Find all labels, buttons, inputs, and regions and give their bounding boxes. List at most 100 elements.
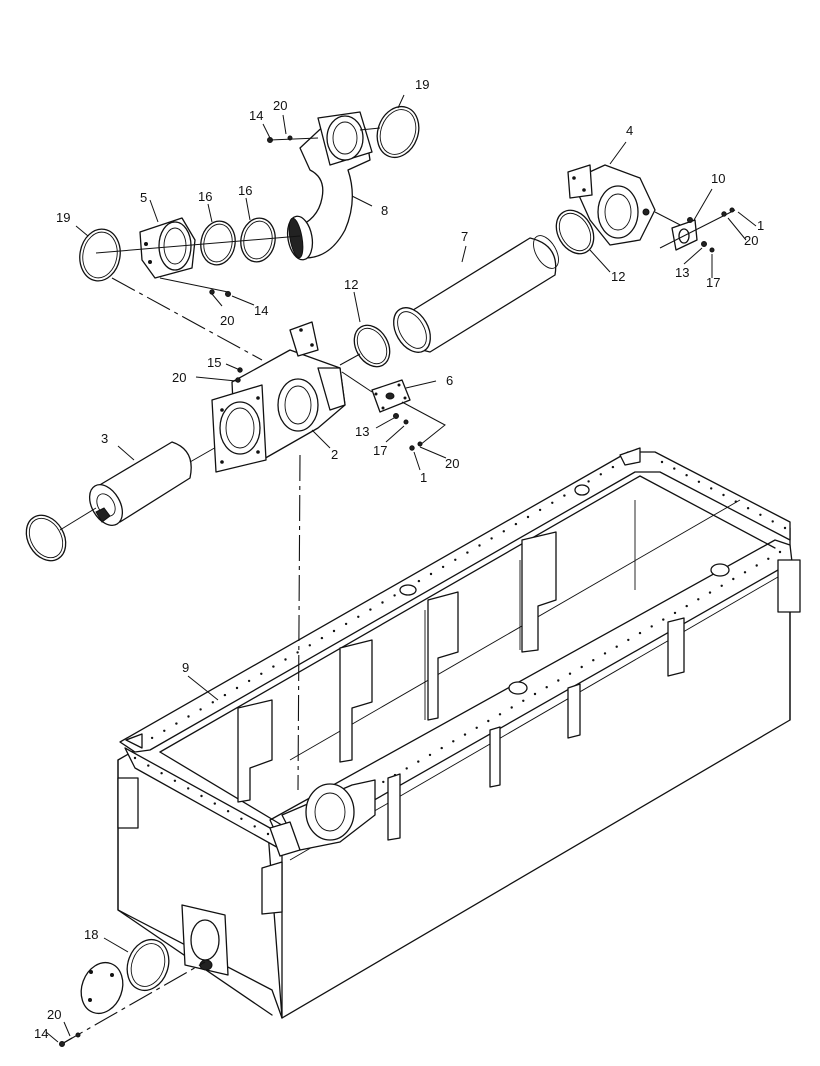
callout-8: 8 (381, 203, 388, 218)
flange-hole (514, 522, 518, 526)
manifold-housing-2 (211, 321, 346, 473)
flange-hole (211, 701, 214, 704)
flange-hole (771, 520, 774, 523)
flange-hole (173, 779, 177, 782)
centerline-5-to-2 (111, 277, 263, 361)
flange-hole (452, 740, 455, 743)
callout-labels: 19 20 14 8 4 10 1 20 13 17 12 7 5 16 16 … (34, 77, 764, 1041)
fasteners-10 (687, 207, 735, 253)
flange-hole (487, 719, 490, 723)
flange-hole (150, 736, 154, 740)
centerline-5 (95, 235, 301, 254)
flange-hole (720, 584, 723, 587)
flange-hole (320, 636, 324, 640)
callout-14-top: 14 (249, 108, 263, 123)
flange-hole (551, 501, 554, 504)
flange-hole (603, 652, 607, 655)
callout-12-right: 12 (611, 269, 625, 284)
fasteners-6 (393, 413, 423, 451)
callout-13-mid: 13 (355, 424, 369, 439)
flange-hole (710, 487, 713, 490)
flange-hole (734, 500, 737, 503)
flange-hole (160, 772, 163, 775)
flange-hole (563, 494, 566, 497)
gasket-19-left (79, 228, 121, 282)
flange-hole (429, 572, 433, 576)
centerline-10 (659, 209, 736, 249)
flange-hole (417, 760, 420, 763)
bracket-10 (671, 219, 698, 251)
flange-hole (783, 526, 787, 530)
flange-hole (344, 622, 348, 626)
callout-1-mid: 1 (420, 470, 427, 485)
flange-hole (755, 564, 758, 567)
flange-hole (253, 825, 256, 828)
centerline-7a (339, 353, 361, 366)
flange-hole (235, 686, 239, 690)
callout-19-left: 19 (56, 210, 70, 225)
flange-hole (498, 713, 502, 716)
flange-hole (767, 557, 770, 560)
flange-hole (538, 508, 542, 512)
flange-hole (685, 474, 688, 477)
flange-hole (611, 465, 615, 469)
flange-hole (502, 530, 505, 533)
gasket-12-upper (555, 209, 595, 255)
centerline-3b (189, 445, 219, 463)
flange-hole (697, 598, 700, 601)
flange-hole (708, 591, 712, 594)
callout-20-right: 20 (744, 233, 758, 248)
flange-hole (466, 551, 469, 554)
gasket-3-end (25, 514, 67, 562)
callout-19-top: 19 (415, 77, 429, 92)
flange-hole (522, 699, 525, 702)
flange-hole (615, 645, 618, 648)
flange-hole (428, 753, 432, 757)
flange-hole (685, 604, 688, 608)
flange-hole (199, 708, 202, 711)
centerline-6 (341, 371, 373, 393)
flange-hole (478, 544, 481, 547)
flange-hole (599, 473, 602, 476)
callout-17-mid: 17 (373, 443, 387, 458)
bolt-14-mid (159, 277, 231, 297)
callout-5: 5 (140, 190, 147, 205)
tank-stiffeners (117, 531, 801, 915)
callout-20-bottom: 20 (47, 1007, 61, 1022)
flange-hole (187, 787, 190, 790)
flange-hole (369, 608, 372, 611)
callout-9: 9 (182, 660, 189, 675)
flange-hole (638, 631, 642, 635)
flange-hole (463, 733, 467, 736)
flange-hole (393, 594, 396, 597)
flange-hole (580, 665, 583, 669)
flange-hole (490, 537, 493, 540)
exhaust-pipe-7 (393, 235, 559, 353)
callout-14-bottom: 14 (34, 1026, 48, 1041)
flange-hole (673, 611, 677, 615)
flange-hole (660, 460, 664, 464)
flange-hole (526, 515, 530, 519)
flange-hole (308, 644, 311, 647)
bolt-14-bottom (59, 1032, 81, 1047)
flange-hole (266, 832, 270, 836)
cover-gasket-18 (126, 938, 170, 992)
flange-hole (147, 764, 150, 767)
flange-hole (746, 507, 750, 510)
gasket-12-lower (353, 324, 391, 368)
flange-hole (200, 794, 203, 798)
flange-hole (247, 679, 251, 683)
callout-6: 6 (446, 373, 453, 388)
centerline-vertical-2 (297, 454, 301, 791)
elbow-pipe-8 (286, 111, 373, 261)
leader-lines (45, 94, 757, 1043)
bolt-14-top (267, 135, 319, 143)
flange-hole (240, 817, 243, 820)
callout-4: 4 (626, 123, 633, 138)
flange-hole (272, 665, 275, 668)
flange-hole (627, 638, 630, 642)
flange-hole (226, 810, 230, 813)
adapter-5 (139, 217, 196, 279)
flange-hole (568, 672, 572, 675)
